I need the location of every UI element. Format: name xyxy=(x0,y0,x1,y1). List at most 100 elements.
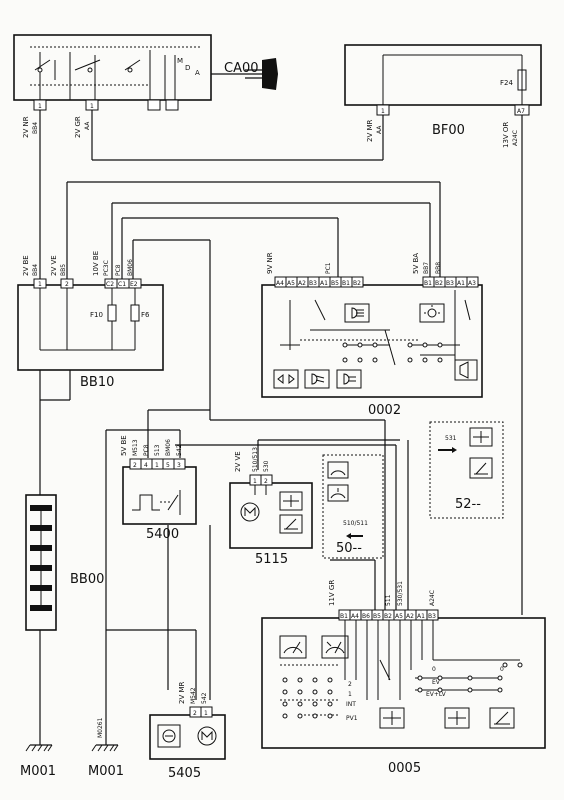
c0002-right-connector: B1 B2 B3 A1 A3 xyxy=(422,276,479,288)
c5115-label: 5115 xyxy=(255,552,288,567)
component-52: 531 xyxy=(429,421,504,519)
washer-icon xyxy=(321,635,349,659)
wire-bf00-p1-code: AA xyxy=(376,125,383,134)
c0005-label-0a: 0 xyxy=(432,666,436,673)
c5400-pin-5: 5 xyxy=(166,462,170,469)
component-50: 510/511 50-- xyxy=(322,454,384,559)
c0005-label-int: INT xyxy=(346,701,356,708)
wire-0005-code-2: 530/531 xyxy=(397,581,404,606)
washer-icon xyxy=(379,707,405,729)
wire-bb10-p2: 2V VE xyxy=(50,255,58,276)
c5405-pin-1: 1 xyxy=(204,710,208,717)
c5400-pin-3: 3 xyxy=(177,462,181,469)
c0005-pin-b3: B3 xyxy=(428,613,436,620)
component-bb10: 1 2 C2 C1 E2 F10 F6 xyxy=(17,278,164,371)
wire-5405: 2V MR xyxy=(178,681,186,704)
c0002-pin-a4: A4 xyxy=(276,280,284,287)
signal-510-511: 510/511 xyxy=(343,520,368,527)
c0002-pin-rb3: B3 xyxy=(446,280,454,287)
component-0002: A4 A5 A2 B3 A1 B5 B1 B2 B1 B2 B3 A1 A3 xyxy=(261,276,483,398)
ca00-switch-contacts xyxy=(30,46,200,100)
bb10-pin-1: 1 xyxy=(38,281,42,288)
ca00-label-d: D xyxy=(185,64,190,72)
c0002-pin-a1: A1 xyxy=(320,280,328,287)
c0005-label-ev: EV xyxy=(432,679,441,686)
wiper-icon xyxy=(327,461,349,479)
headlamp-icon xyxy=(344,303,370,323)
wire-5400-code-5: 542 xyxy=(176,444,183,456)
component-0005: B1 A4 B6 B5 B2 A5 A2 A1 B3 xyxy=(261,609,546,749)
motor-icon xyxy=(197,726,217,746)
fuse-icon xyxy=(517,69,527,91)
wire-0002-left-code: PC1 xyxy=(325,262,332,274)
wiper-icon xyxy=(279,514,303,534)
wire-ca00-p1: 2V NR xyxy=(22,116,30,138)
wiper-icon xyxy=(469,457,493,479)
washer-icon xyxy=(279,491,303,511)
c5405-label: 5405 xyxy=(168,766,201,781)
bf00-pin-a7: A7 xyxy=(517,108,525,115)
wire-5400-code-3: 513 xyxy=(154,444,161,456)
wire-0002-right-code-1: BB7 xyxy=(423,262,430,274)
wiper-icon xyxy=(279,635,307,659)
washer-icon xyxy=(469,427,493,447)
component-bb00 xyxy=(25,494,57,631)
wire-5115: 2V VE xyxy=(234,451,242,472)
wire-bf00-a7: 13V OR xyxy=(502,122,510,148)
wire-ca00-p1-code: BB4 xyxy=(32,122,39,134)
c0002-pin-b3: B3 xyxy=(309,280,317,287)
wire-0005-code-3: A24C xyxy=(429,590,436,606)
c0002-pin-b1: B1 xyxy=(342,280,350,287)
c0005-contact-grid xyxy=(282,662,523,719)
c0005-pin-b1: B1 xyxy=(340,613,348,620)
fuse-f24: F24 xyxy=(500,79,513,87)
wire-bb10-code-3: BM06 xyxy=(127,259,134,276)
wire-bb10-p2-code: BB5 xyxy=(60,264,67,276)
bb10-label: BB10 xyxy=(80,375,114,390)
bb00-label: BB00 xyxy=(70,572,104,587)
wire-0002-left: 9V NR xyxy=(266,252,274,274)
ca00-pin-1: 1 xyxy=(38,103,42,110)
wire-5115-code-1: 510/513 xyxy=(252,447,259,472)
c5400-pin-1: 1 xyxy=(155,462,159,469)
wire-bb10-code-1: PC3C xyxy=(103,260,110,276)
bb10-pin-c1: C1 xyxy=(118,281,126,288)
headlamp-icon xyxy=(304,369,330,389)
bb10-pin-e2: E2 xyxy=(130,281,138,288)
c0002-internals xyxy=(280,290,471,366)
ground-icon xyxy=(25,744,53,752)
c5400-connector: 2 4 1 5 3 xyxy=(129,458,186,470)
horn-icon xyxy=(454,359,478,381)
c0002-label: 0002 xyxy=(368,403,401,418)
ground-m001-left: M001 xyxy=(20,764,56,779)
wiring xyxy=(39,110,523,745)
wire-0002-right-code-2: BB8 xyxy=(435,262,442,274)
c0005-label-pv1: PV1 xyxy=(346,715,358,722)
component-5400: 2 4 1 5 3 xyxy=(122,458,197,525)
c5115-pin-2: 2 xyxy=(264,478,268,485)
lamp-icon xyxy=(419,303,445,323)
ca00-label: CA00 xyxy=(224,61,259,76)
c0005-label-evlv: EV+LV xyxy=(426,691,447,698)
c5400-pin-4: 4 xyxy=(144,462,148,469)
ca00-connector: 1 1 xyxy=(33,99,179,111)
c0002-pin-rb2: B2 xyxy=(435,280,443,287)
c0005-pin-b6: B6 xyxy=(362,613,370,620)
fuse-f6: F6 xyxy=(141,311,150,319)
washer-icon xyxy=(327,484,349,502)
c0002-pin-b2: B2 xyxy=(353,280,361,287)
ca00-pin-2: 1 xyxy=(90,103,94,110)
indicator-arrows-icon xyxy=(273,369,299,389)
ground-m001-mid-code: M0261 xyxy=(97,717,104,738)
c0002-pin-ra3: A3 xyxy=(468,280,476,287)
wire-bf00-p1: 2V MR xyxy=(366,119,374,142)
signal-531: 531 xyxy=(445,435,457,442)
c5400-label: 5400 xyxy=(146,527,179,542)
c0002-pin-b5: B5 xyxy=(331,280,339,287)
wire-5400: 5V BE xyxy=(120,435,128,456)
ground-icon xyxy=(91,744,119,752)
fuse-icon xyxy=(130,304,140,322)
c0005-pin-a2: A2 xyxy=(406,613,414,620)
c52-label: 52-- xyxy=(455,497,481,512)
c0005-connector: B1 A4 B6 B5 B2 A5 A2 A1 B3 xyxy=(338,609,439,621)
